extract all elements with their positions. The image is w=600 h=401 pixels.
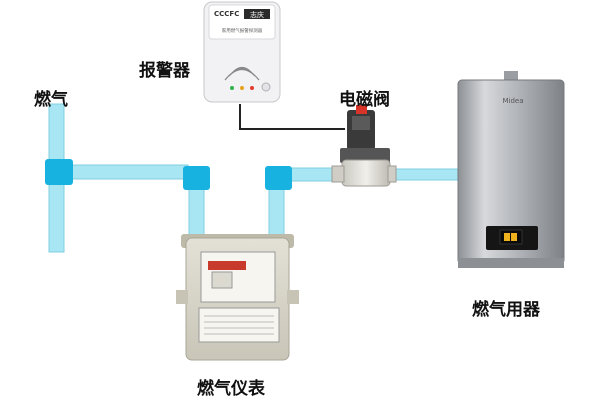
pipe-fittings: [45, 159, 292, 190]
label-gas: 燃气: [34, 90, 68, 110]
elbow-fitting-right: [265, 166, 292, 190]
valve-reset-button: [356, 105, 367, 114]
gas-alarm-device: CCCFC 志庆 家用燃气报警探测器: [203, 1, 281, 103]
elbow-fitting-left: [183, 166, 210, 190]
solenoid-valve: [331, 105, 397, 187]
pipe-meter-inlet-down: [188, 183, 205, 239]
alarm-signal-wire: [239, 104, 345, 130]
alarm-sensor-grille: [224, 66, 260, 81]
pipe-tee-to-meter-inlet: [63, 164, 189, 180]
label-gas-appliance: 燃气用器: [472, 300, 540, 320]
alarm-cert-marks: CCCFC: [214, 10, 239, 18]
label-solenoid-valve: 电磁阀: [339, 90, 390, 110]
tee-fitting: [45, 159, 73, 185]
gas-pipes: [48, 103, 461, 253]
heater-brand: Midea: [502, 97, 523, 105]
alarm-product-line: 家用燃气报警探测器: [222, 27, 263, 34]
meter-counter-window: [208, 261, 246, 270]
alarm-brand: 志庆: [250, 10, 264, 19]
pipe-meter-outlet-up: [268, 183, 285, 239]
pipe-valve-to-heater: [387, 168, 461, 181]
alarm-test-button: [261, 82, 271, 92]
alarm-alert-led: [250, 86, 254, 90]
label-alarm: 报警器: [139, 61, 190, 81]
meter-info-plate: [198, 307, 280, 343]
alarm-power-led: [230, 86, 234, 90]
gas-water-heater: Midea: [457, 71, 565, 268]
gas-meter: [176, 234, 299, 361]
alarm-fault-led: [240, 86, 244, 90]
label-gas-meter: 燃气仪表: [197, 379, 265, 399]
